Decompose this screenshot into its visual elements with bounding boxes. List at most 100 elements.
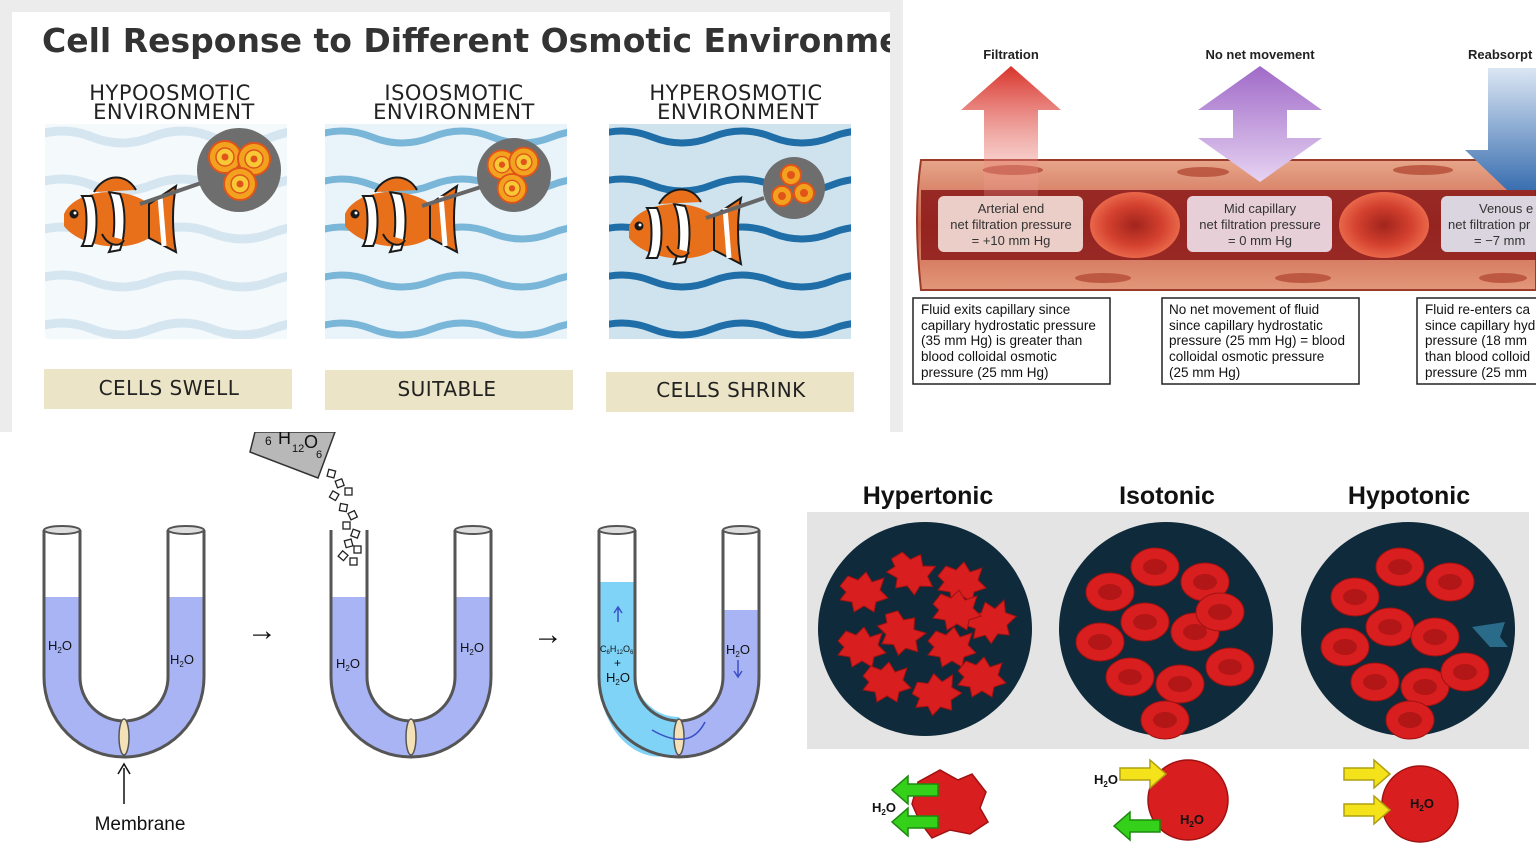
env-label-line1: HYPOOSMOTIC [89, 81, 251, 105]
hypoosmotic-environment: HYPOOSMOTIC ENVIRONMENT [44, 81, 292, 409]
water-out-arrow-icon [1112, 810, 1161, 842]
box-line2: net filtration pressure [1199, 217, 1320, 232]
result-box [606, 372, 854, 412]
normal-cell-icon [1147, 759, 1229, 841]
normal-cells-icon [477, 138, 551, 212]
rbc-tonicity-panel: Hypertonic Isotonic Hypotonic [800, 432, 1536, 864]
membrane-icon [405, 718, 417, 756]
no-net-movement-label: No net movement [1205, 47, 1315, 62]
no-net-movement-arrow-icon [1198, 66, 1322, 182]
capillary-exchange-figure: Filtration No net movement Reabsorpt Art… [912, 47, 1536, 385]
hypotonic-dish [1301, 522, 1515, 740]
water-label: H2O [460, 640, 484, 657]
sugar-packet-sub1: 6 [265, 434, 272, 448]
capillary-exchange-panel: Filtration No net movement Reabsorpt Art… [903, 0, 1536, 432]
filtration-label: Filtration [983, 47, 1039, 62]
osmotic-environments-figure: Cell Response to Different Osmotic Envir… [42, 21, 903, 412]
box-line1: Arterial end [978, 201, 1044, 216]
venous-end-box: Venous e net filtration pr = −7 mm [1441, 196, 1536, 252]
water-label: H2O [336, 656, 360, 673]
reabsorption-arrow-icon [1465, 68, 1536, 190]
mid-capillary-box: Mid capillary net filtration pressure = … [1187, 196, 1332, 252]
box-line3: = −7 mm [1474, 233, 1525, 248]
flow-arrow-down-icon [733, 660, 743, 679]
note-line: since capillary hydrostatic [1169, 318, 1323, 333]
hypertonic-cell-diagram: H2O [872, 769, 989, 839]
box-line2: net filtration pressure [950, 217, 1071, 232]
swollen-cells-icon [197, 128, 281, 212]
note-line: pressure (25 mm Hg) [921, 365, 1049, 380]
result-label: CELLS SHRINK [656, 378, 806, 402]
box-line1: Mid capillary [1224, 201, 1297, 216]
note-line: than blood colloid [1425, 349, 1530, 364]
result-label: CELLS SWELL [99, 376, 240, 400]
mid-note: No net movement of fluid since capillary… [1161, 297, 1360, 385]
hypertonic-dish [818, 522, 1032, 736]
step-arrow-icon: → [533, 618, 563, 651]
hypertonic-label: Hypertonic [863, 482, 994, 510]
membrane-icon [118, 718, 130, 756]
water-label: H2O [170, 652, 194, 669]
membrane-label: Membrane [95, 814, 186, 835]
membrane-pointer-head-icon [117, 762, 131, 775]
water-in-arrow-icon [1119, 758, 1168, 790]
env-label-line1: HYPEROSMOTIC [649, 81, 822, 105]
result-box [325, 370, 573, 410]
note-line: pressure (25 mm Hg) = blood [1169, 333, 1345, 348]
env-label-line2: ENVIRONMENT [93, 100, 255, 124]
water-label: H2O [726, 642, 750, 659]
note-line: No net movement of fluid [1169, 302, 1319, 317]
zoom-arrow-icon [421, 184, 485, 208]
env-label-line2: ENVIRONMENT [657, 100, 819, 124]
box-line3: = 0 mm Hg [1228, 233, 1292, 248]
water-out-arrow-icon [890, 774, 939, 806]
note-line: blood colloidal osmotic [921, 349, 1057, 364]
water-in-arrow-icon [1343, 758, 1392, 790]
arterial-end-box: Arterial end net filtration pressure = +… [938, 196, 1083, 252]
water-label: H2O [1094, 772, 1118, 789]
isotonic-cell-diagram: H2O H2O [1094, 758, 1229, 842]
sugar-packet-icon: 6 H 12 O 6 [249, 432, 336, 479]
shrunken-cells-icon [763, 157, 825, 219]
lysed-cell-icon [1472, 622, 1508, 647]
u-tube-with-sugar: H2O H2O [329, 525, 493, 759]
box-line3: = +10 mm Hg [972, 233, 1051, 248]
sugar-label: C6H12O6 [600, 644, 634, 656]
note-line: colloidal osmotic pressure [1169, 349, 1324, 364]
zoom-arrow-icon [705, 196, 765, 220]
step-arrow-icon: → [247, 614, 277, 647]
result-box [44, 369, 292, 409]
env-label-line1: ISOOSMOTIC [384, 81, 523, 105]
plus-label: + [614, 656, 621, 670]
isotonic-label: Isotonic [1119, 482, 1215, 510]
osmotic-environments-card: Cell Response to Different Osmotic Envir… [12, 12, 903, 432]
sugar-packet-h: H [278, 432, 291, 448]
u-tube-after-osmosis: C6H12O6 + H2O H2O [597, 525, 761, 759]
rbc-tonicity-figure: Hypertonic Isotonic Hypotonic [807, 482, 1529, 843]
sugar-packet-sub2: 12 [292, 443, 304, 455]
sugar-packet-o: O [304, 432, 318, 452]
note-line: Fluid re-enters ca [1425, 302, 1531, 317]
note-line: pressure (25 mm [1425, 365, 1527, 380]
note-line: (35 mm Hg) is greater than [921, 333, 1082, 348]
red-blood-cell-icon [1339, 192, 1429, 258]
water-label: H2O [872, 800, 896, 817]
note-line: Fluid exits capillary since [921, 302, 1070, 317]
u-tube-initial: H2O H2O Membrane [42, 525, 206, 835]
u-tube-osmosis-panel: 6 H 12 O 6 H2O H2O [0, 432, 800, 864]
isotonic-dish [1059, 522, 1273, 740]
venous-note: Fluid re-enters ca since capillary hyd p… [1416, 297, 1536, 385]
water-label: H2O [606, 670, 630, 687]
filtration-arrow-icon [961, 66, 1061, 198]
zoom-arrow-icon [139, 180, 205, 206]
water-in-arrow-icon [1343, 794, 1392, 826]
note-line: (25 mm Hg) [1169, 365, 1240, 380]
note-line: capillary hydrostatic pressure [921, 318, 1096, 333]
reabsorption-label: Reabsorpt [1468, 47, 1533, 62]
membrane-icon [673, 718, 685, 756]
hypotonic-label: Hypotonic [1348, 482, 1470, 510]
arterial-note: Fluid exits capillary since capillary hy… [912, 297, 1111, 385]
hypotonic-cell-diagram: H2O [1343, 758, 1459, 843]
water-label: H2O [48, 638, 72, 655]
u-tube-figure: 6 H 12 O 6 H2O H2O [42, 432, 761, 835]
